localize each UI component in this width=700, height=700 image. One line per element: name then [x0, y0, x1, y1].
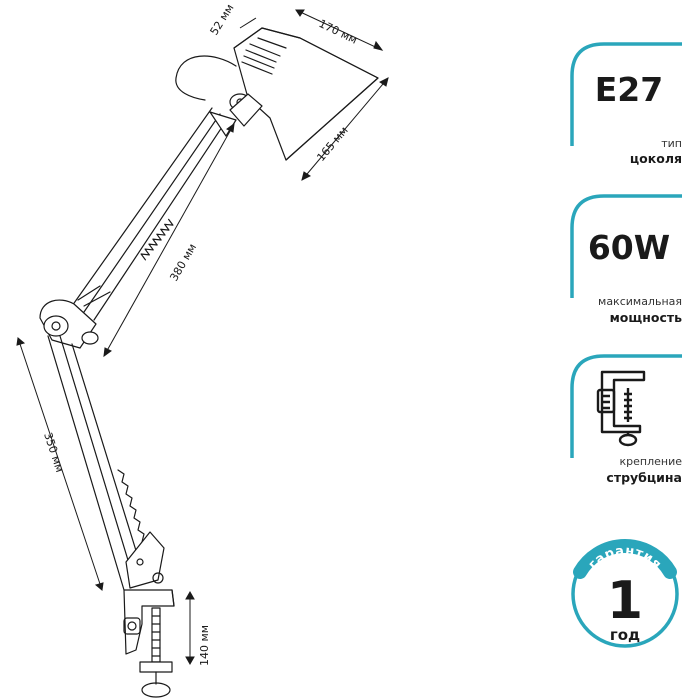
warranty-unit: год [610, 626, 640, 644]
feature-frame [570, 194, 682, 298]
elbow-joint [39, 299, 99, 349]
socket-caption-bold: цоколя [629, 151, 682, 166]
power-caption-light: максимальная [598, 295, 682, 308]
mount-caption-light: крепление [619, 455, 683, 468]
lamp-cable [175, 55, 237, 101]
feature-max-power: 60W максимальная мощность [568, 192, 686, 332]
socket-caption-light: тип [661, 137, 682, 150]
dim-shade-width: 170 мм [317, 17, 360, 47]
upper-arm [71, 107, 237, 321]
warranty-arc-band [573, 539, 677, 579]
dim-clamp: 140 мм [198, 625, 211, 666]
warranty-number: 1 [607, 571, 643, 631]
lamp-shade [233, 27, 379, 161]
dim-shade-depth: 52 мм [208, 2, 237, 38]
power-value: 60W [587, 228, 671, 267]
feature-mount-type: крепление струбцина [568, 352, 686, 492]
head-joint [229, 93, 263, 127]
mount-caption-bold: струбцина [606, 470, 682, 485]
base-joint [125, 531, 165, 589]
warranty-badge: гарантия 1 год [571, 539, 679, 648]
dim-upper-arm: 380 мм [167, 241, 199, 283]
feature-socket-type: E27 тип цоколя [568, 40, 686, 170]
dim-lower-arm: 350 мм [41, 431, 66, 474]
feature-frame [570, 354, 682, 458]
lower-arm [47, 335, 145, 591]
desk-clamp [123, 589, 175, 698]
socket-value: E27 [594, 70, 664, 109]
dimension-lines [16, 9, 389, 666]
clamp-icon [596, 370, 646, 447]
feature-frame [570, 42, 682, 146]
power-caption-bold: мощность [609, 310, 682, 325]
